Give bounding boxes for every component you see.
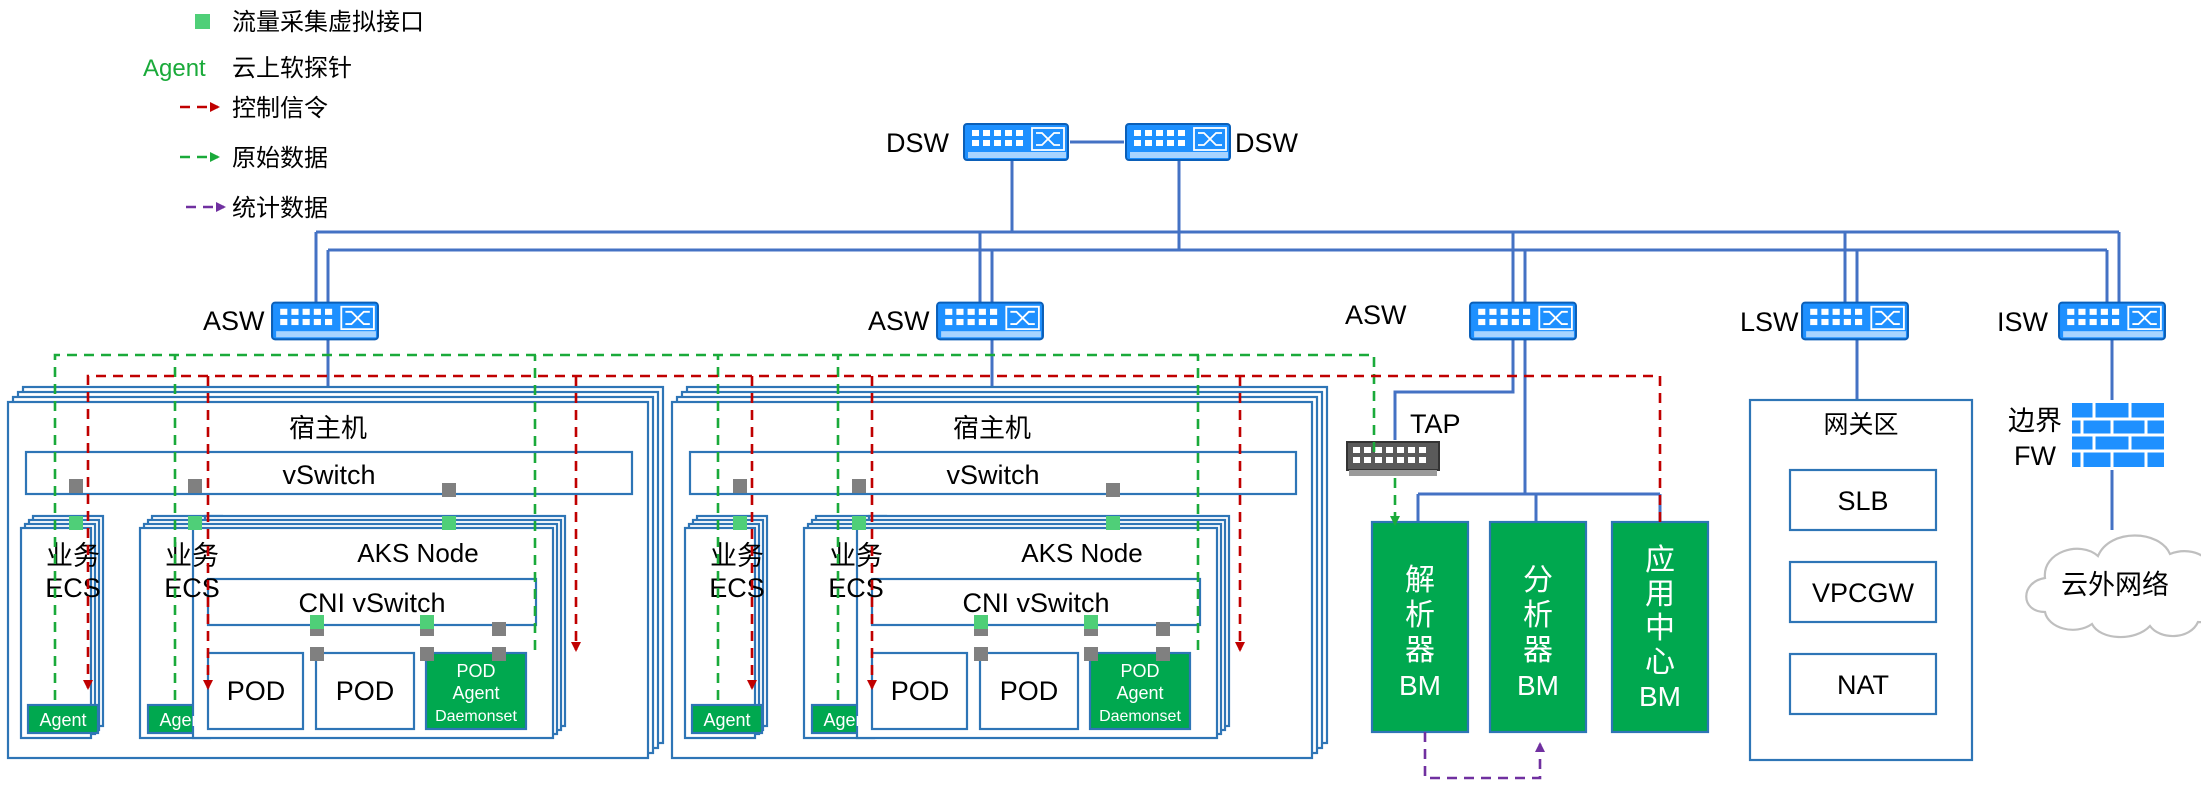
tap-icon — [1346, 441, 1440, 477]
gateway-zone: 网关区 SLB VPCGW NAT — [1748, 398, 1974, 762]
gateway-vpcgw — [1788, 560, 1938, 624]
capture-port-swatch — [195, 14, 210, 29]
vswitch-label: vSwitch — [946, 460, 1039, 490]
legend-capture-port: 流量采集虚拟接口 — [232, 9, 424, 36]
bm-app-c1: 应 — [1645, 544, 1675, 577]
bm-app-c2: 用 — [1645, 578, 1675, 611]
pod-2: POD — [336, 676, 395, 706]
network-links — [314, 140, 2121, 530]
gateway-nat-label: NAT — [1837, 670, 1889, 700]
asw-2-label: ASW — [868, 306, 930, 336]
legend-control: 控制信令 — [232, 95, 328, 122]
bm-analysis-c2: 析 — [1523, 599, 1553, 632]
asw-1: ASW — [203, 301, 380, 341]
daemon-pod: POD — [456, 661, 495, 681]
dsw-left: DSW — [886, 123, 1069, 161]
gateway-vpcgw-label: VPCGW — [1812, 578, 1915, 608]
gateway-nat — [1788, 652, 1938, 716]
bm-analyzer-c1: 解 — [1405, 564, 1435, 597]
daemon-daemonset: Daemonset — [435, 708, 517, 725]
agent-1: Agent — [703, 710, 750, 730]
aks-node-label: AKS Node — [1021, 538, 1142, 568]
dsw-right-label: DSW — [1235, 128, 1299, 158]
cloud-label: 云外网络 — [2061, 570, 2169, 600]
legend-raw: 原始数据 — [232, 145, 328, 172]
dsw-left-label: DSW — [886, 128, 950, 158]
bm-analysis: 分 析 器 BM — [1488, 520, 1588, 734]
ecs-2-line1: 业务 — [165, 541, 219, 571]
pod-1: POD — [227, 676, 286, 706]
bm-app-c3: 中 — [1645, 612, 1675, 645]
tap-label: TAP — [1410, 409, 1461, 439]
gateway-title: 网关区 — [1823, 411, 1898, 439]
asw-1-label: ASW — [203, 306, 265, 336]
isw-label: ISW — [1997, 307, 2049, 337]
bm-analyzer-c2: 析 — [1405, 599, 1435, 632]
fw-line1: 边界 — [2008, 406, 2062, 436]
border-firewall: 边界 FW — [2008, 403, 2164, 471]
pod-1: POD — [891, 676, 950, 706]
asw-2: ASW — [868, 301, 1045, 341]
bm-analyzer: 解 析 器 BM — [1370, 520, 1470, 734]
asw-3: ASW — [1345, 300, 1578, 341]
gateway-slb — [1788, 468, 1938, 532]
host-title: 宿主机 — [289, 413, 367, 443]
vswitch-label: vSwitch — [282, 460, 375, 490]
external-network-cloud: 云外网络 — [2025, 534, 2201, 639]
legend-agent-word: Agent — [143, 55, 206, 82]
ecs-2-line2: ECS — [164, 573, 220, 603]
stats-flow — [1423, 732, 1545, 780]
dsw-right: DSW — [1125, 123, 1299, 161]
daemon-daemonset: Daemonset — [1099, 708, 1181, 725]
legend-agent-desc: 云上软探针 — [232, 55, 352, 82]
gateway-slb-label: SLB — [1837, 486, 1888, 516]
cni-vswitch-label: CNI vSwitch — [298, 588, 445, 618]
legend-stats: 统计数据 — [232, 195, 328, 222]
ecs-1-line2: ECS — [45, 573, 101, 603]
host-title: 宿主机 — [953, 413, 1031, 443]
bm-analyzer-c4: BM — [1399, 670, 1441, 701]
agent-2: Agent — [823, 710, 870, 730]
bm-app-c5: BM — [1639, 681, 1681, 712]
agent-1: Agent — [39, 710, 86, 730]
cni-vswitch-label: CNI vSwitch — [962, 588, 1109, 618]
lsw-label: LSW — [1740, 307, 1799, 337]
bm-app-c4: 心 — [1645, 646, 1675, 679]
isw: ISW — [1997, 301, 2167, 341]
lsw: LSW — [1740, 301, 1910, 341]
daemon-pod: POD — [1120, 661, 1159, 681]
bm-app-center: 应 用 中 心 BM — [1610, 520, 1710, 734]
bm-analysis-c3: 器 — [1523, 634, 1553, 667]
bm-analysis-c4: BM — [1517, 670, 1559, 701]
tap: TAP — [1346, 409, 1461, 477]
bm-analyzer-c3: 器 — [1405, 634, 1435, 667]
asw-3-label: ASW — [1345, 300, 1407, 330]
raw-data-flows — [53, 353, 1400, 700]
cloud-icon — [2025, 534, 2201, 639]
firewall-icon — [2072, 403, 2164, 467]
control-flows — [83, 374, 1662, 690]
daemon-agent: Agent — [452, 683, 499, 703]
host-group-right: 宿主机 vSwitch 业务 ECS 业务 ECS Agent Agent AK… — [670, 385, 1329, 760]
ecs-2-line2: ECS — [828, 573, 884, 603]
daemon-agent: Agent — [1116, 683, 1163, 703]
agent-2: Agent — [159, 710, 206, 730]
fw-line2: FW — [2014, 441, 2056, 471]
legend: 流量采集虚拟接口 Agent 云上软探针 控制信令 原始数据 统计数据 — [143, 9, 424, 222]
aks-node-label: AKS Node — [357, 538, 478, 568]
pod-2: POD — [1000, 676, 1059, 706]
bm-analysis-c1: 分 — [1523, 564, 1553, 597]
host-group-left: 宿主机 vSwitch 业务 ECS 业务 ECS Agent Agent AK… — [6, 385, 665, 760]
